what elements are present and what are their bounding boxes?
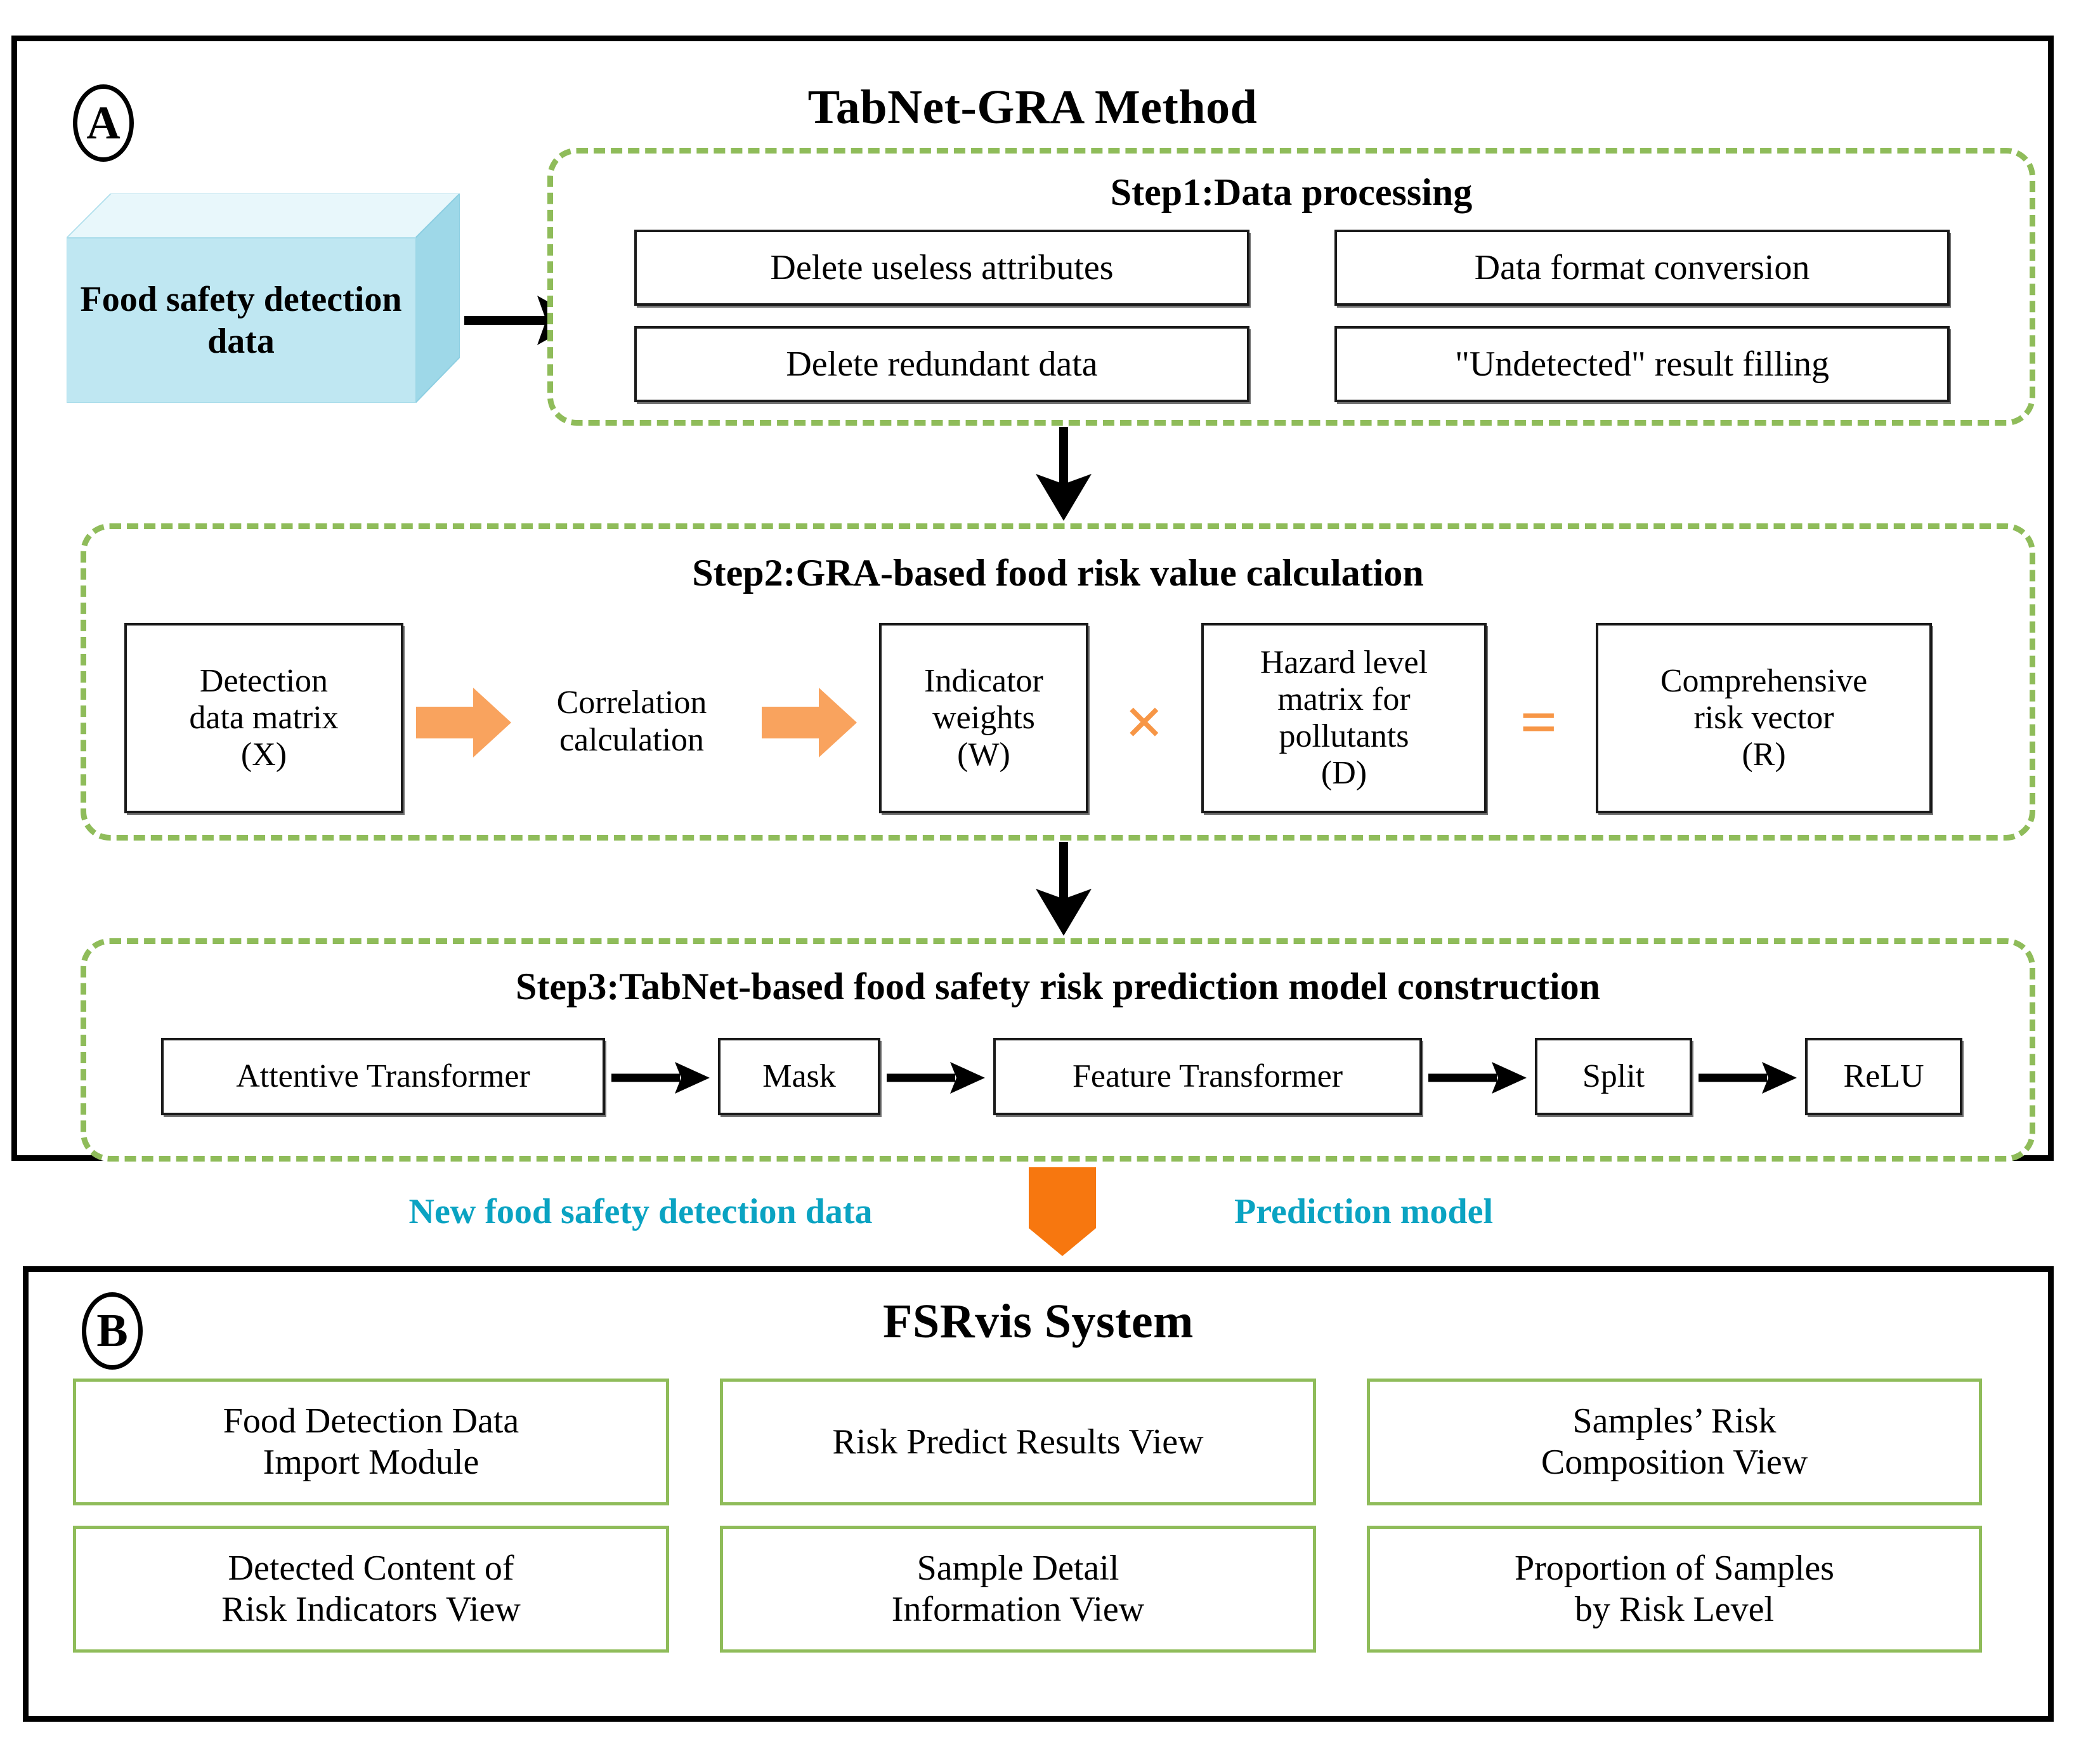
step1-item-label: "Undetected" result filling	[1455, 344, 1829, 384]
module-line1: Samples’ Risk	[1572, 1401, 1777, 1441]
module-line1: Detected Content of	[228, 1549, 514, 1589]
node-line2: weights	[932, 699, 1035, 736]
correlation-line1: Correlation	[556, 685, 707, 721]
node-line4: (D)	[1321, 755, 1367, 792]
arrow-step3-4	[1699, 1062, 1797, 1094]
prediction-model-chevron-icon	[1029, 1167, 1096, 1256]
arrow-step3-3	[1428, 1062, 1527, 1094]
correlation-line2: calculation	[559, 722, 705, 758]
step2-node-hazard-level-matrix[interactable]: Hazard level matrix for pollutants (D)	[1201, 623, 1487, 813]
node-line3: (R)	[1742, 737, 1786, 773]
pipeline-label: Split	[1582, 1058, 1645, 1094]
cube-label-line2: detection data	[207, 279, 402, 361]
step1-item-delete-redundant-data[interactable]: Delete redundant data	[634, 326, 1249, 402]
step1-title: Step1:Data processing	[1110, 171, 1473, 213]
node-line3: (X)	[240, 737, 287, 773]
pipeline-label: Mask	[762, 1058, 836, 1094]
bridge-left-caption: New food safety detection data	[408, 1192, 873, 1231]
pipeline-label: Feature Transformer	[1072, 1058, 1343, 1094]
panel-b-title: FSRvis System	[883, 1294, 1194, 1348]
step2-correlation-calculation-label: Correlation calculation	[511, 667, 752, 775]
node-line1: Indicator	[924, 662, 1043, 699]
node-line1: Comprehensive	[1660, 662, 1868, 699]
module-samples-risk-composition-view[interactable]: Samples’ Risk Composition View	[1367, 1379, 1982, 1505]
node-line3: pollutants	[1279, 718, 1409, 754]
module-risk-predict-results-view[interactable]: Risk Predict Results View	[720, 1379, 1316, 1505]
orange-arrow-icon-2	[762, 688, 857, 757]
step3-container: Step3:TabNet-based food safety risk pred…	[81, 938, 2035, 1162]
step3-node-feature-transformer[interactable]: Feature Transformer	[993, 1038, 1422, 1115]
step3-node-relu[interactable]: ReLU	[1805, 1038, 1962, 1115]
bridge-right-caption: Prediction model	[1234, 1192, 1494, 1231]
orange-arrow-icon-1	[416, 688, 511, 757]
panel-a-letter: A	[86, 97, 121, 149]
step3-title: Step3:TabNet-based food safety risk pred…	[515, 965, 1601, 1007]
module-line1: Food Detection Data	[223, 1401, 519, 1441]
step3-node-attentive-transformer[interactable]: Attentive Transformer	[161, 1038, 605, 1115]
step1-item-delete-useless-attributes[interactable]: Delete useless attributes	[634, 230, 1249, 306]
step1-item-label: Data format conversion	[1474, 247, 1810, 287]
step2-container: Step2:GRA-based food risk value calculat…	[81, 523, 2035, 841]
multiply-symbol: ×	[1125, 685, 1164, 760]
panel-b: B FSRvis System Food Detection Data Impo…	[23, 1266, 2054, 1722]
panel-a-title: TabNet-GRA Method	[807, 80, 1258, 134]
module-line1: Proportion of Samples	[1515, 1549, 1834, 1589]
equals-operator-icon: =	[1501, 688, 1577, 757]
step1-item-data-format-conversion[interactable]: Data format conversion	[1334, 230, 1950, 306]
arrow-step1-to-step2	[1036, 427, 1092, 521]
step2-node-indicator-weights[interactable]: Indicator weights (W)	[879, 623, 1088, 813]
module-line1: Risk Predict Results View	[832, 1422, 1204, 1462]
step2-title: Step2:GRA-based food risk value calculat…	[692, 551, 1424, 594]
panel-b-letter: B	[96, 1305, 128, 1357]
panel-b-letter-badge: B	[82, 1292, 143, 1370]
step2-node-detection-data-matrix[interactable]: Detection data matrix (X)	[124, 623, 403, 813]
arrow-step3-1	[611, 1062, 710, 1094]
module-food-detection-data-import[interactable]: Food Detection Data Import Module	[73, 1379, 669, 1505]
equals-symbol: =	[1520, 686, 1558, 759]
step1-container: Step1:Data processing Delete useless att…	[547, 148, 2035, 426]
panel-a: A TabNet-GRA Method Food safety detectio…	[11, 36, 2054, 1162]
step2-node-comprehensive-risk-vector[interactable]: Comprehensive risk vector (R)	[1596, 623, 1932, 813]
step1-item-label: Delete useless attributes	[770, 247, 1114, 287]
node-line1: Detection	[199, 662, 329, 699]
pipeline-label: Attentive Transformer	[236, 1058, 530, 1094]
node-line2: data matrix	[189, 699, 339, 736]
step1-item-undetected-result-filling[interactable]: "Undetected" result filling	[1334, 326, 1950, 402]
step3-node-split[interactable]: Split	[1535, 1038, 1692, 1115]
module-proportion-of-samples-by-risk-level[interactable]: Proportion of Samples by Risk Level	[1367, 1526, 1982, 1653]
cube-label: Food safety detection data	[67, 238, 415, 403]
module-sample-detail-information-view[interactable]: Sample Detail Information View	[720, 1526, 1316, 1653]
cube-label-line1: Food safety	[80, 279, 255, 319]
arrow-step2-to-step3	[1036, 842, 1092, 936]
node-line2: risk vector	[1693, 699, 1834, 736]
cube-shape-icon	[67, 193, 460, 403]
module-line2: Information View	[891, 1590, 1145, 1629]
food-safety-data-cube: Food safety detection data	[67, 193, 460, 403]
multiply-operator-icon: ×	[1106, 688, 1182, 757]
arrow-step3-2	[887, 1062, 985, 1094]
node-line2: matrix for	[1277, 681, 1411, 717]
node-line1: Hazard level	[1260, 644, 1428, 681]
pipeline-label: ReLU	[1843, 1058, 1924, 1094]
step1-item-label: Delete redundant data	[786, 344, 1098, 384]
module-line2: by Risk Level	[1574, 1590, 1775, 1629]
node-line3: (W)	[957, 737, 1010, 773]
module-line1: Sample Detail	[916, 1549, 1119, 1589]
module-line2: Risk Indicators View	[221, 1590, 521, 1629]
step3-node-mask[interactable]: Mask	[718, 1038, 880, 1115]
module-line2: Import Module	[263, 1443, 479, 1482]
panel-a-letter-badge: A	[73, 84, 134, 162]
module-line2: Composition View	[1541, 1443, 1808, 1482]
module-detected-content-risk-indicators-view[interactable]: Detected Content of Risk Indicators View	[73, 1526, 669, 1653]
